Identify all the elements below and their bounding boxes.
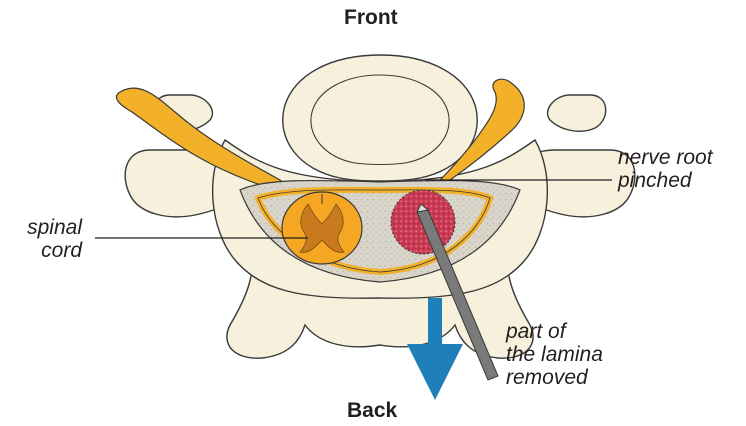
right-facet xyxy=(548,95,606,131)
vertebral-body xyxy=(283,55,477,181)
spinal-cord-label: spinal cord xyxy=(12,216,82,262)
front-label: Front xyxy=(344,6,398,29)
nerve-root-label: nerve root pinched xyxy=(618,146,713,192)
back-label: Back xyxy=(347,399,397,422)
lamina-removed-label: part of the lamina removed xyxy=(506,320,603,389)
